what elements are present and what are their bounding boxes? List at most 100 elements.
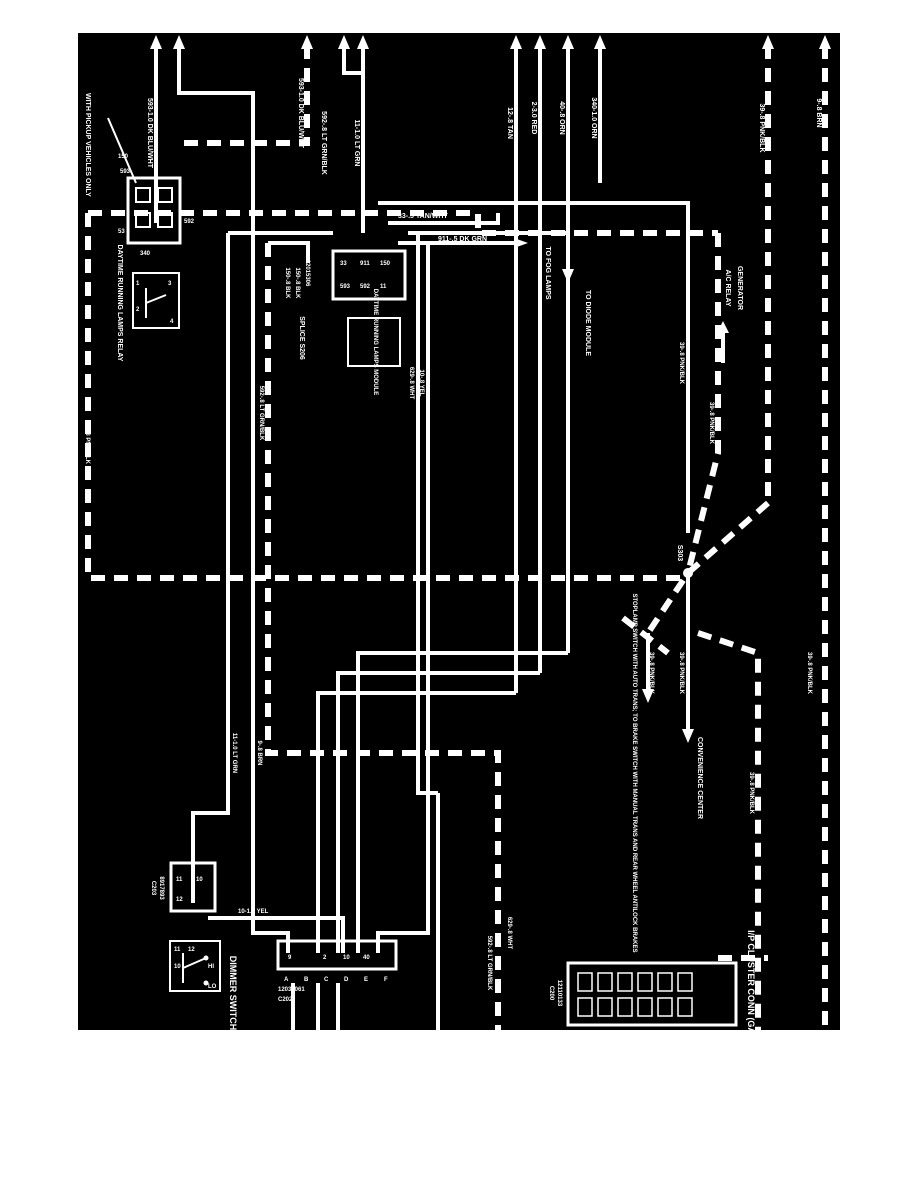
relay-pin-label: 2 [136, 307, 140, 313]
arrow-down-icon [562, 269, 574, 283]
arrow-up-icon [819, 35, 831, 49]
c202-pin-label: 40 [363, 955, 370, 961]
relay-pin-label: 53 [118, 229, 125, 235]
arrow-right-icon [514, 238, 528, 248]
top-wires [150, 35, 831, 1030]
wire-label-pnk-blk-lower: 39-.8 PNK/BLK [748, 772, 754, 815]
dimmer-pin-label: 12 [188, 947, 195, 953]
relay-pin-593 [135, 187, 151, 203]
relay-pin-label: 592 [184, 219, 195, 225]
wire-label-red: 2-3.0 RED [530, 102, 537, 135]
arrow-down-icon [642, 689, 654, 703]
lt-grn-11-lower-wire [191, 233, 230, 903]
wire-label-lt-grn-blk-lower: 592-.8 LT GRN/BLK [486, 936, 492, 991]
c202-letter: D [344, 977, 349, 983]
module-pin-label: 33 [340, 261, 347, 267]
wire-label-dk-blu-wht-2: 593-1.0 DK BLU/WHT [297, 78, 304, 149]
relay-pin-label: 3 [168, 281, 172, 287]
wire-label-yel-lower: 10-1.0 YEL [238, 909, 269, 915]
arrow-down-icon [682, 729, 694, 743]
arrow-up-icon [357, 35, 369, 49]
wiring-diagram-svg: 593-1.0 DK BLU/WHT 593-1.0 DK BLU/WHT 59… [78, 33, 840, 1056]
drl-relay: 593 150 592 53 340 1 2 3 4 DAYTIME RUNNI… [116, 154, 195, 362]
wire-label-dk-blu-wht: 593-1.0 DK BLU/WHT [146, 98, 153, 169]
pickup-note: WITH PICKUP VEHICLES ONLY [84, 93, 91, 197]
module-pin-label: 11 [380, 284, 387, 290]
wire-label-pnk-blk-mid-a: 39-.8 PNK/BLK [678, 342, 684, 385]
wire-label-pnk-blk-right: 39-.8 PNK/BLK [806, 652, 812, 695]
c203-pin-label: 10 [196, 877, 203, 883]
top-wire-labels: 593-1.0 DK BLU/WHT 593-1.0 DK BLU/WHT 59… [146, 78, 822, 175]
relay-schematic [132, 272, 180, 329]
relay-contact-icon [145, 288, 167, 318]
c200-label: C200 [548, 986, 554, 1001]
dimmer-contact-dot [203, 955, 209, 961]
dimmer-switch-body [169, 940, 221, 992]
c203-part-number: 8917893 [158, 876, 164, 900]
c202-pin-label: 9 [288, 955, 292, 961]
ip-pin [657, 972, 673, 992]
c202-label: C202 [278, 997, 293, 1003]
wire-label-lt-grn-blk: 592-.8 LT GRN/BLK [320, 111, 327, 175]
c202-letter: B [304, 977, 309, 983]
wire-label-tan: 12-.8 TAN [506, 107, 513, 139]
relay-pin-label: 593 [120, 169, 131, 175]
module-pin-label: 593 [340, 284, 351, 290]
red-2-lower-wire [316, 691, 516, 953]
wire-label-pnk-blk-mid-b: 39-.8 PNK/BLK [708, 402, 714, 445]
brn-9-lower-wire [251, 513, 290, 953]
c203-pin-label: 11 [176, 877, 183, 883]
dimmer-switch-label: DIMMER SWITCH [228, 956, 238, 1030]
ip-pin [677, 997, 693, 1017]
wire-label-brn-top: 9-.8 BRN [815, 98, 822, 127]
c202-letter: C [324, 977, 329, 983]
arrow-up-icon [338, 35, 350, 49]
relay-pin-label: 150 [118, 154, 129, 160]
dimmer-switch: 11 12 10 HI LO DIMMER SWITCH [169, 940, 238, 1030]
drl-module-connector: 33 911 150 593 592 11 DAYTIME RUNNING LA… [331, 249, 407, 395]
convenience-center-label: CONVENIENCE CENTER [696, 737, 703, 819]
relay-pin-150 [157, 187, 173, 203]
pnk-blk-wire-left [85, 213, 688, 581]
relay-pin-label: 4 [170, 319, 174, 325]
tan-wht-wire [388, 213, 500, 225]
dimmer-pin-label: LO [208, 984, 217, 990]
blk-150-wire [268, 241, 310, 263]
arrow-up-icon [534, 35, 546, 49]
drl-module-connector-body [331, 249, 407, 301]
yel-10-lower-wire [376, 813, 430, 953]
wire-label-lt-grn-blk-mid: 592-.8 LT GRN/BLK [258, 386, 264, 441]
arrow-up-icon [562, 35, 574, 49]
dimmer-pin-label: HI [208, 964, 214, 970]
connector-number: 12015306 [304, 260, 310, 287]
wht-629-wire [416, 233, 438, 795]
wire-label-brn-lower: 9-.8 BRN [256, 740, 262, 765]
dimmer-switch-contact-icon [182, 953, 207, 983]
relay-pin-label: 340 [140, 251, 151, 257]
arrow-up-icon [594, 35, 606, 49]
module-pin-label: 592 [360, 284, 371, 290]
c203-connector: 11 12 10 8917893 C203 [150, 861, 217, 913]
orn-to-diode-wire [408, 231, 570, 273]
to-fog-lamps-label: TO FOG LAMPS [544, 246, 551, 299]
ip-pin [577, 997, 593, 1017]
ip-pin [617, 997, 633, 1017]
lt-grn-blk-wire [265, 243, 501, 1030]
wire-label-yel: 10-.8 YEL [418, 370, 424, 397]
wire-label-wht: 629-.8 WHT [408, 367, 414, 400]
drl-module-label: DAYTIME RUNNING LAMPS MODULE [372, 289, 378, 395]
orn-wire [378, 201, 690, 533]
ip-pin [677, 972, 693, 992]
pnk-blk-s303-feed [645, 500, 770, 635]
ip-cluster-pins [577, 972, 693, 1017]
wire-label-orn: 40-.8 ORN [558, 101, 565, 134]
wiring-diagram: 593-1.0 DK BLU/WHT 593-1.0 DK BLU/WHT 59… [78, 33, 840, 1056]
ip-cluster-label: I/P CLUSTER CONN (GAGES) [746, 930, 756, 1030]
dimmer-pin-label: 10 [174, 964, 181, 970]
c203-body [169, 861, 217, 913]
c202-letter: F [384, 977, 388, 983]
wire-label-lt-grn-lower: 11-1.0 LT GRN [231, 733, 237, 773]
wire-label-orn-340: 340-1.0 ORN [590, 97, 597, 138]
wire-label-pnk-blk-top: 39-.8 PNK/BLK [758, 103, 765, 152]
wire-label-pnk-blk-s303-b: 39-.8 PNK/BLK [678, 652, 684, 695]
